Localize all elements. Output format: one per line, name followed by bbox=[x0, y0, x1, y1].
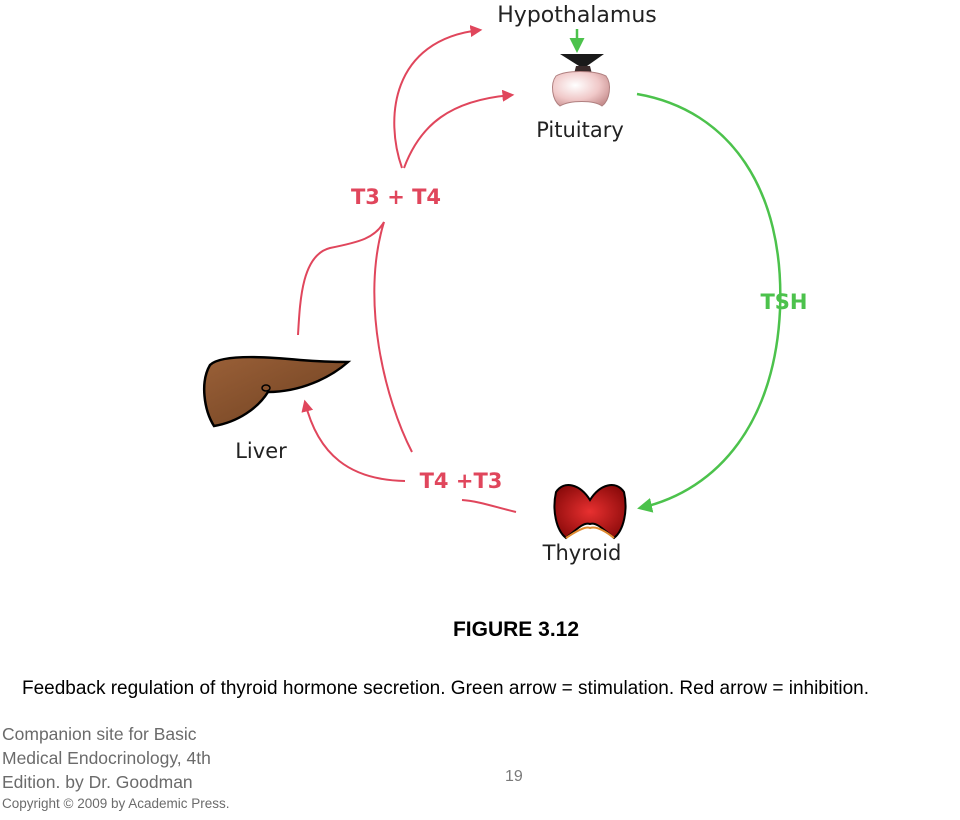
figure-number: FIGURE 3.12 bbox=[452, 618, 580, 641]
t4t3-to-liver-arrow bbox=[301, 399, 406, 482]
inhibition-arrow-to-pituitary bbox=[403, 89, 515, 169]
liver-label: Liver bbox=[235, 439, 287, 463]
thyroid-label: Thyroid bbox=[542, 541, 622, 565]
tsh-stimulation-arrow bbox=[636, 92, 782, 513]
liver-organ bbox=[203, 355, 352, 428]
thyroid-to-t4t3-line bbox=[461, 499, 517, 513]
hypothalamus-label: Hypothalamus bbox=[497, 3, 656, 28]
footer-line: Companion site for Basic bbox=[2, 724, 197, 744]
liver-to-t3t4-line bbox=[297, 221, 385, 336]
footer-line: Medical Endocrinology, 4th bbox=[2, 748, 211, 768]
t3-t4-label: T3 + T4 bbox=[351, 185, 441, 209]
copyright-notice: Copyright © 2009 by Academic Press. bbox=[2, 796, 230, 811]
inhibition-arrow-to-hypothalamus bbox=[393, 25, 483, 169]
figure-caption: Feedback regulation of thyroid hormone s… bbox=[22, 678, 869, 699]
t4-t3-label: T4 +T3 bbox=[420, 469, 503, 493]
pituitary-gland bbox=[552, 54, 610, 107]
tsh-label: TSH bbox=[760, 290, 807, 314]
thyroid-feedback-diagram: Hypothalamus Pituitary TSH T3 + T4 T4 +T… bbox=[203, 3, 808, 565]
footer-line: Edition. by Dr. Goodman bbox=[2, 772, 193, 792]
pituitary-label: Pituitary bbox=[536, 118, 624, 142]
thyroid-to-t3t4-line bbox=[373, 221, 413, 453]
footer-source: Companion site for Basic Medical Endocri… bbox=[2, 722, 211, 794]
thyroid-gland bbox=[553, 484, 627, 540]
page-number: 19 bbox=[505, 768, 523, 785]
